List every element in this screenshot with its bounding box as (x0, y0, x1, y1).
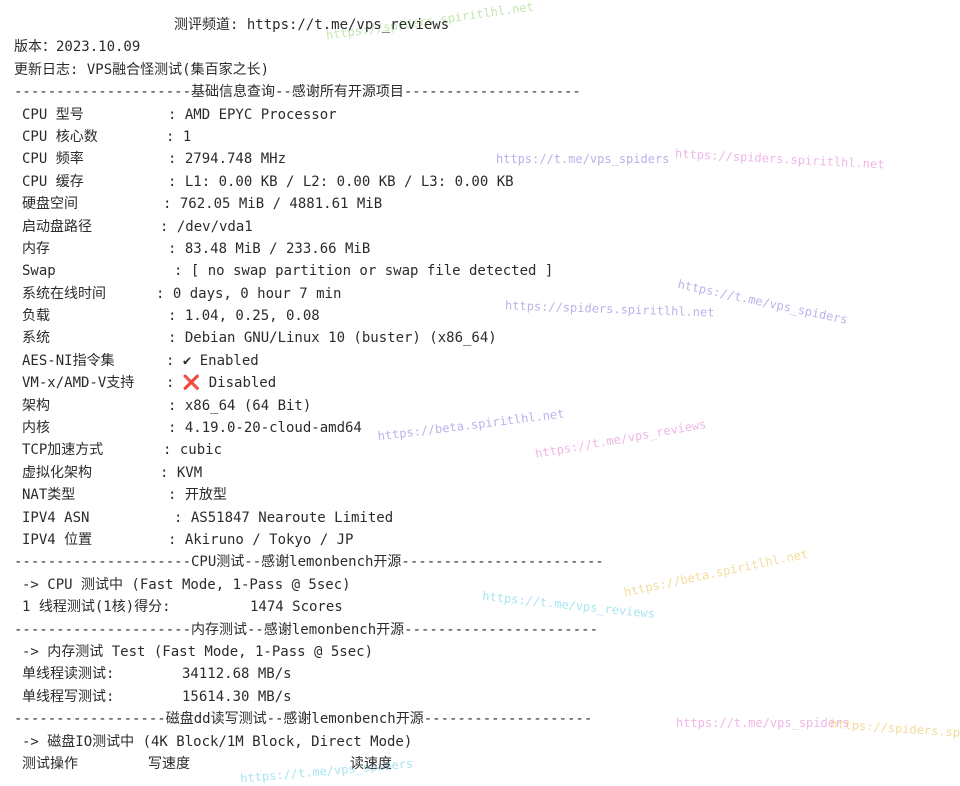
info-row-uptime: 系统在线时间: 0 days, 0 hour 7 min (22, 286, 342, 302)
watermark: https://t.me/vps_spiders (676, 277, 849, 327)
info-row-boot-path: 启动盘路径: /dev/vda1 (22, 219, 253, 235)
info-row-cpu-cache: CPU 缓存: L1: 0.00 KB / L2: 0.00 KB / L3: … (22, 174, 514, 190)
info-row-os: 系统: Debian GNU/Linux 10 (buster) (x86_64… (22, 330, 497, 346)
changelog-line: 更新日志: VPS融合怪测试(集百家之长) (14, 62, 270, 78)
col-op: 测试操作 (22, 756, 78, 772)
col-read: 读速度 (350, 756, 392, 772)
watermark: https://t.me/vps_spiders (676, 716, 850, 730)
info-row-kernel: 内核: 4.19.0-20-cloud-amd64 (22, 420, 362, 436)
watermark: https://beta.spiritlhl.net (622, 546, 810, 600)
info-row-nat: NAT类型: 开放型 (22, 487, 227, 503)
info-row-memory: 内存: 83.48 MiB / 233.66 MiB (22, 241, 371, 257)
info-row-cpu-cores: CPU 核心数: 1 (22, 129, 192, 145)
watermark: https://spiders.spiritlhl.net (674, 146, 885, 172)
section-disk-header: ------------------磁盘dd读写测试--感谢lemonbench… (14, 711, 593, 727)
mem-test-read: 单线程读测试:34112.68 MB/s (22, 666, 292, 682)
version-line: 版本：2023.10.09 (14, 39, 141, 55)
mem-test-running: -> 内存测试 Test (Fast Mode, 1-Pass @ 5sec) (22, 644, 374, 660)
watermark: https://t.me/vps_reviews (534, 417, 708, 461)
info-row-swap: Swap: [ no swap partition or swap file d… (22, 263, 554, 279)
mem-test-write: 单线程写测试:15614.30 MB/s (22, 689, 292, 705)
info-row-vmx: VM-x/AMD-V支持: ❌ Disabled (22, 375, 277, 391)
info-row-cpu-model: CPU 型号: AMD EPYC Processor (22, 107, 337, 123)
info-row-virt: 虚拟化架构: KVM (22, 465, 203, 481)
col-write: 写速度 (148, 756, 190, 772)
section-cpu-header: ---------------------CPU测试--感谢lemonbench… (14, 554, 604, 570)
disk-test-running: -> 磁盘IO测试中 (4K Block/1M Block, Direct Mo… (22, 734, 413, 750)
info-row-load: 负载: 1.04, 0.25, 0.08 (22, 308, 320, 324)
watermark: https://t.me/vps_spiders (496, 152, 670, 166)
cpu-test-running: -> CPU 测试中 (Fast Mode, 1-Pass @ 5sec) (22, 577, 351, 593)
watermark: https://beta.spiritlhl.net (376, 406, 565, 444)
info-row-disk: 硬盘空间: 762.05 MiB / 4881.61 MiB (22, 196, 383, 212)
info-row-location: IPV4 位置: Akiruno / Tokyo / JP (22, 532, 354, 548)
watermark: https://spiders.spiritlhl.net (504, 298, 715, 320)
info-row-aes: AES-NI指令集: ✔ Enabled (22, 353, 259, 369)
info-row-cpu-freq: CPU 频率: 2794.748 MHz (22, 151, 287, 167)
info-row-asn: IPV4 ASN: AS51847 Nearoute Limited (22, 510, 394, 526)
watermark: https://spiders.spiritlhl.net (829, 716, 960, 746)
disk-test-columns: 测试操作 写速度 读速度 (22, 755, 392, 773)
channel-line: 测评频道: https://t.me/vps_reviews (174, 17, 450, 33)
watermark: https://t.me/vps_reviews (481, 588, 656, 622)
section-mem-header: ---------------------内存测试--感谢lemonbench开… (14, 622, 599, 638)
info-row-tcp: TCP加速方式: cubic (22, 442, 223, 458)
cross-icon: ❌ (182, 375, 201, 391)
section-basic-header: ---------------------基础信息查询--感谢所有开源项目---… (14, 84, 581, 100)
info-row-arch: 架构: x86_64 (64 Bit) (22, 398, 312, 414)
cpu-test-single: 1 线程测试(1核)得分:1474 Scores (22, 599, 343, 615)
